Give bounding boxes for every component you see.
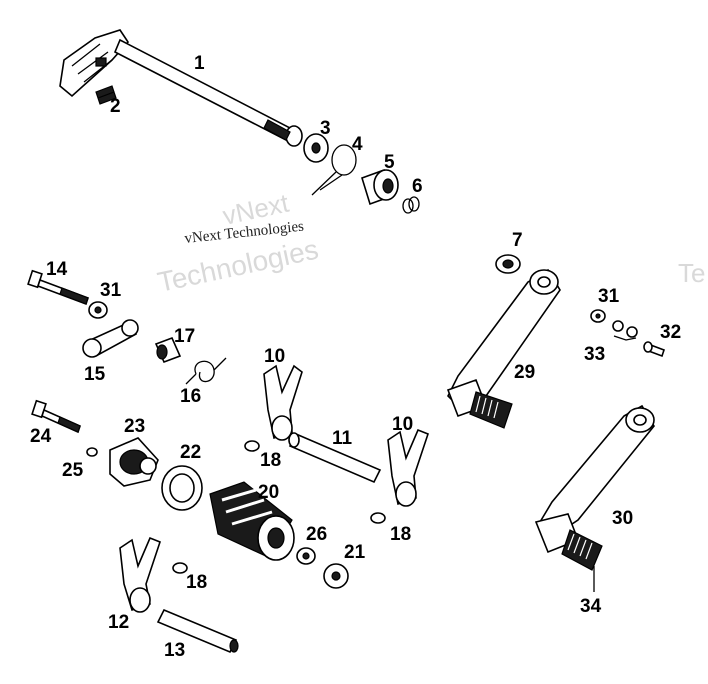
- label-13: 13: [164, 640, 185, 661]
- label-18-a: 18: [260, 450, 281, 471]
- watermark-line2: Technologies: [155, 234, 321, 298]
- label-10-right: 10: [392, 414, 413, 435]
- part-22-bearing: [161, 465, 203, 511]
- label-33: 33: [584, 344, 605, 365]
- part-labels: 1 2 3 4 5 6 7 10 10 11 12 13 14 15 16 17…: [30, 53, 681, 661]
- part-7-nut: [495, 254, 521, 274]
- label-25: 25: [62, 460, 84, 481]
- label-14: 14: [46, 259, 68, 280]
- part-18-roller-b: [370, 512, 386, 524]
- part-3-washer: [303, 133, 329, 163]
- label-3: 3: [320, 118, 331, 139]
- part-17-bolt: [154, 336, 182, 364]
- label-29: 29: [514, 362, 535, 383]
- label-30: 30: [612, 508, 633, 529]
- label-24: 24: [30, 426, 52, 447]
- part-33-washers: [612, 320, 638, 341]
- label-22: 22: [180, 442, 201, 463]
- label-16: 16: [180, 386, 201, 407]
- part-18-roller-c: [172, 562, 188, 574]
- part-30-shift-lever: [534, 404, 655, 571]
- label-10-top: 10: [264, 346, 285, 367]
- part-1-shift-shaft: [59, 29, 303, 147]
- label-34: 34: [580, 596, 602, 617]
- part-24-bolt: [31, 399, 81, 434]
- part-14-bolt: [27, 269, 90, 306]
- label-21: 21: [344, 542, 366, 563]
- part-25-nut: [86, 447, 98, 457]
- part-12-shift-fork: [119, 536, 161, 613]
- label-31-left: 31: [100, 280, 122, 301]
- label-32: 32: [660, 322, 681, 343]
- watermark-edge: Te: [678, 258, 705, 288]
- part-13-rod: [156, 608, 239, 654]
- label-12: 12: [108, 612, 129, 633]
- label-6: 6: [412, 176, 423, 197]
- label-7: 7: [512, 230, 523, 251]
- part-2-spring: [95, 85, 117, 105]
- part-18-roller-a: [244, 440, 260, 452]
- part-10-shift-fork-top: [263, 364, 303, 441]
- part-32-bolt: [643, 341, 666, 358]
- label-11: 11: [332, 428, 353, 449]
- label-18-b: 18: [390, 524, 411, 545]
- label-26: 26: [306, 524, 327, 545]
- part-5-bushing: [361, 168, 399, 206]
- part-31-washer-right: [590, 309, 606, 323]
- label-20: 20: [258, 482, 279, 503]
- label-4: 4: [352, 134, 363, 155]
- part-10-shift-fork-right: [387, 428, 429, 507]
- label-2: 2: [110, 96, 121, 117]
- part-23-shift-cam: [109, 437, 159, 487]
- label-18-c: 18: [186, 572, 207, 593]
- part-26-washer: [296, 547, 316, 565]
- part-31-washer-left: [88, 301, 108, 319]
- label-5: 5: [384, 152, 395, 173]
- watermark: vNext Technologies vNext Technologies Te: [155, 188, 706, 298]
- part-20-shift-drum: [209, 481, 295, 561]
- part-15-lever: [82, 319, 139, 358]
- label-23: 23: [124, 416, 145, 437]
- part-4-spring-clip: [311, 144, 357, 196]
- label-17: 17: [174, 326, 195, 347]
- part-21-bearing: [323, 563, 349, 589]
- label-31-right: 31: [598, 286, 620, 307]
- label-15: 15: [84, 364, 106, 385]
- part-16-spring: [185, 357, 227, 385]
- label-1: 1: [194, 53, 205, 74]
- part-6-o-rings: [402, 196, 420, 214]
- part-29-shift-lever: [446, 268, 561, 429]
- part-11-rod: [288, 432, 382, 484]
